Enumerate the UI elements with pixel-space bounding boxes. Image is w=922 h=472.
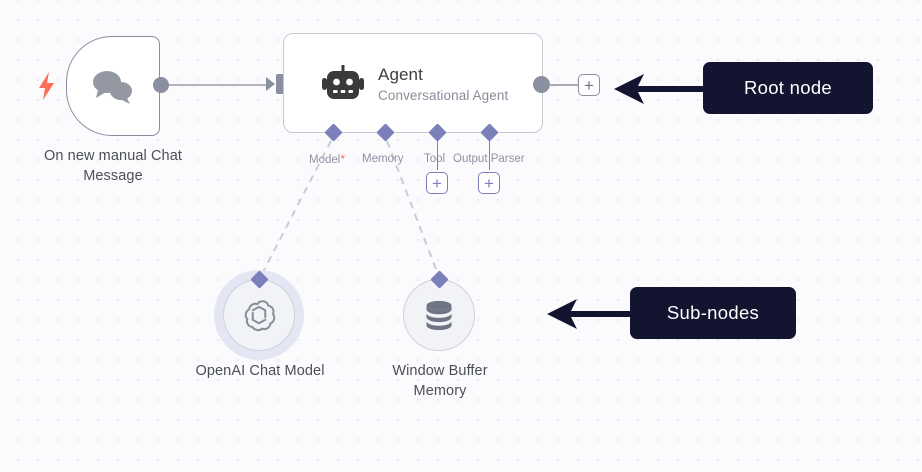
annotation-label-sub-nodes: Sub-nodes <box>666 302 760 323</box>
node-window-buffer-memory[interactable] <box>403 279 475 351</box>
port-label-memory: Memory <box>362 153 404 165</box>
trigger-output-port[interactable] <box>153 77 169 93</box>
annotation-arrow-sub-nodes <box>547 299 647 329</box>
port-stem-output-parser <box>488 138 491 170</box>
port-add-button-output-parser[interactable]: + <box>478 172 500 194</box>
chat-bubbles-icon <box>93 71 132 104</box>
robot-head-icon <box>322 65 364 99</box>
agent-input-arrowhead <box>266 77 275 91</box>
lightning-bolt-icon <box>39 72 54 100</box>
database-cylinder-icon <box>425 300 453 331</box>
annotation-label-root-node: Root node <box>743 77 833 98</box>
node-on-new-manual-chat-message[interactable] <box>66 36 160 136</box>
plus-icon: + <box>432 173 442 193</box>
agent-text-block: Agent Conversational Agent <box>378 64 508 105</box>
node-caption-window-buffer-memory: Window Buffer Memory <box>392 363 488 399</box>
plus-icon: + <box>584 75 594 95</box>
annotation-arrow-root-node <box>614 74 726 104</box>
plus-icon: + <box>484 173 494 193</box>
port-required-marker-model: * <box>340 152 345 166</box>
annotation-callout-sub-nodes: Sub-nodes <box>630 287 796 339</box>
node-openai-chat-model[interactable] <box>223 279 295 351</box>
port-stem-tool <box>436 138 439 170</box>
agent-title: Agent <box>378 65 423 84</box>
agent-subtitle: Conversational Agent <box>378 88 509 103</box>
agent-output-connector <box>549 84 579 86</box>
agent-output-add-button[interactable]: + <box>578 74 600 96</box>
openai-logo-icon <box>244 300 276 332</box>
agent-output-port[interactable] <box>533 76 550 93</box>
port-label-tool: Tool <box>424 153 446 165</box>
node-agent[interactable]: Agent Conversational Agent <box>283 33 543 133</box>
node-caption-openai-chat-model: OpenAI Chat Model <box>195 363 325 379</box>
port-add-button-tool[interactable]: + <box>426 172 448 194</box>
annotation-callout-root-node: Root node <box>703 62 873 114</box>
port-label-model-text: Model <box>309 154 341 166</box>
node-caption-trigger: On new manual Chat Message <box>43 148 182 184</box>
port-label-model: Model* <box>309 152 345 167</box>
